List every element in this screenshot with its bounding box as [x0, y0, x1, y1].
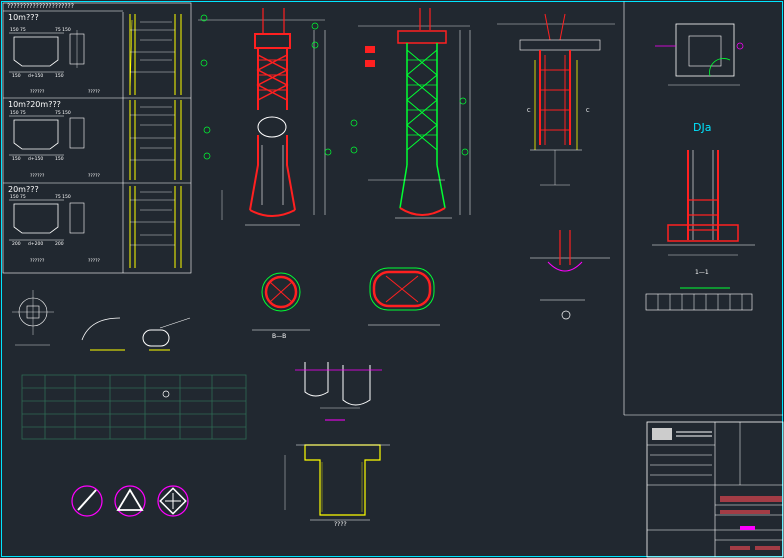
svg-text:200: 200	[12, 241, 21, 247]
section-b-b	[252, 272, 310, 331]
svg-text:150: 150	[12, 73, 21, 79]
pile-elevation-red	[198, 8, 326, 226]
pile-section-2: 150 75 75 150 150 d+150 150 ?????? ?????	[9, 110, 101, 179]
svg-text:200: 200	[55, 241, 64, 247]
svg-text:C: C	[586, 108, 590, 114]
pile-section-1: 150 75 75 150 150 d+150 150 ?????? ?????	[9, 27, 101, 95]
well-detail	[295, 362, 382, 421]
foundation-label: DJa	[693, 121, 712, 134]
quantity-table	[21, 374, 247, 440]
svg-text:150 75: 150 75	[10, 194, 26, 200]
section-oval	[368, 267, 440, 326]
pile-cap-label: ????	[334, 521, 347, 528]
svg-text:d+150: d+150	[28, 156, 43, 162]
svg-text:C: C	[527, 108, 531, 114]
pile-elevation-red-labels	[200, 14, 332, 160]
pile-type-label-2: 10m?20m???	[8, 100, 61, 109]
svg-text:??????: ??????	[30, 89, 45, 95]
column-plan-detail	[12, 290, 54, 346]
rebar-circle-details	[71, 485, 189, 517]
pile-elevation-1	[129, 14, 182, 96]
svg-text:??????: ??????	[30, 173, 45, 179]
svg-text:75 150: 75 150	[55, 110, 71, 116]
svg-text:??????: ??????	[30, 258, 45, 264]
ground-detail	[530, 230, 610, 320]
section-bb-label: B—B	[272, 333, 287, 340]
left-pile-panel	[2, 2, 192, 274]
title-block	[646, 421, 784, 558]
svg-text:?????: ?????	[88, 258, 101, 264]
hook-detail	[81, 317, 191, 351]
svg-text:d+150: d+150	[28, 73, 43, 79]
section-1-1-label: 1—1	[695, 269, 709, 276]
pile-elevation-green	[358, 8, 471, 219]
svg-text:150: 150	[12, 156, 21, 162]
svg-text:d+200: d+200	[28, 241, 43, 247]
right-foundation-panel	[623, 1, 783, 416]
pile-elevation-green-labels	[350, 97, 469, 156]
svg-text:75 150: 75 150	[55, 27, 71, 33]
svg-text:?????: ?????	[88, 173, 101, 179]
pile-type-label-3: 20m???	[8, 185, 39, 194]
left-panel-header: ?????????????????????	[7, 3, 74, 10]
svg-text:75 150: 75 150	[55, 194, 71, 200]
svg-text:150: 150	[55, 156, 64, 162]
svg-text:150 75: 150 75	[10, 110, 26, 116]
pile-elevation-3	[129, 186, 182, 268]
svg-text:150 75: 150 75	[10, 27, 26, 33]
pier-detail-elevation: C C	[497, 13, 615, 186]
svg-text:?????: ?????	[88, 89, 101, 95]
pile-type-label-1: 10m???	[8, 13, 39, 22]
svg-text:150: 150	[55, 73, 64, 79]
pile-elevation-2	[129, 100, 182, 180]
pile-cap-section	[284, 444, 390, 521]
pile-section-3: 150 75 75 150 200 d+200 200 ?????? ?????	[9, 194, 101, 264]
